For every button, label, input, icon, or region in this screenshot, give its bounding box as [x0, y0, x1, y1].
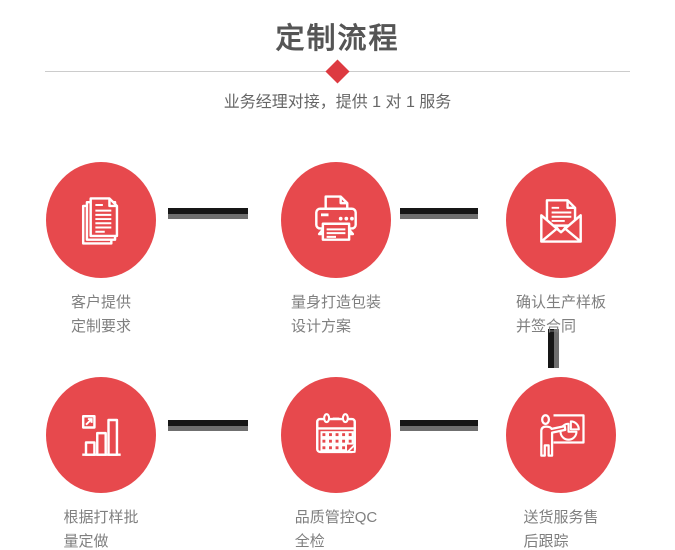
step-label-line1: 根据打样批: [63, 509, 139, 526]
envelope-icon: [540, 199, 582, 243]
step-delivery-tracking: 送货服务售 后跟踪: [505, 377, 617, 550]
step-label-line2: 并签合同: [515, 318, 576, 335]
step-circle: [281, 162, 391, 278]
diamond-icon: [325, 59, 350, 84]
step-customer-requirements: 客户提供 定制要求: [45, 162, 157, 339]
page-title: 定制流程: [275, 23, 400, 55]
step-label: 客户提供 定制要求: [45, 291, 157, 339]
step-label-line2: 量定做: [63, 533, 109, 550]
step-label: 送货服务售 后跟踪: [505, 506, 617, 550]
step-circle: [281, 377, 391, 493]
step-circle: [506, 162, 616, 278]
step-circle: [46, 162, 156, 278]
step-label-line2: 全检: [294, 533, 325, 550]
printer-icon: [315, 195, 357, 241]
documents-icon: [81, 197, 119, 245]
presenter-board-icon: [540, 414, 585, 457]
step-label-line1: 确认生产样板: [515, 294, 606, 311]
connector-step3-step6: [548, 329, 559, 368]
step-label-line1: 送货服务售: [523, 509, 599, 526]
connector-step2-step3: [400, 208, 478, 219]
step-batch-production: 根据打样批 量定做: [45, 377, 157, 550]
step-packaging-design: 量身打造包装 设计方案: [280, 162, 392, 339]
connector-step4-step5: [168, 420, 248, 431]
step-label-line2: 后跟踪: [523, 533, 569, 550]
step-label: 品质管控QC 全检: [280, 506, 392, 550]
step-label-line1: 客户提供: [70, 294, 131, 311]
step-sample-contract: 确认生产样板 并签合同: [505, 162, 617, 339]
calendar-icon: [316, 413, 356, 454]
step-circle: [46, 377, 156, 493]
step-label-line1: 量身打造包装: [290, 294, 381, 311]
step-label-line2: 设计方案: [290, 318, 351, 335]
step-label-line1: 品质管控QC: [294, 509, 378, 526]
step-label: 量身打造包装 设计方案: [280, 291, 392, 339]
step-label-line2: 定制要求: [70, 318, 131, 335]
page-subtitle: 业务经理对接，提供 1 对 1 服务: [223, 94, 452, 111]
bar-chart-icon: [81, 415, 121, 456]
step-circle: [506, 377, 616, 493]
connector-step1-step2: [168, 208, 248, 219]
step-label: 根据打样批 量定做: [45, 506, 157, 550]
step-label: 确认生产样板 并签合同: [505, 291, 617, 339]
step-qc-inspection: 品质管控QC 全检: [280, 377, 392, 550]
connector-step5-step6: [400, 420, 478, 431]
